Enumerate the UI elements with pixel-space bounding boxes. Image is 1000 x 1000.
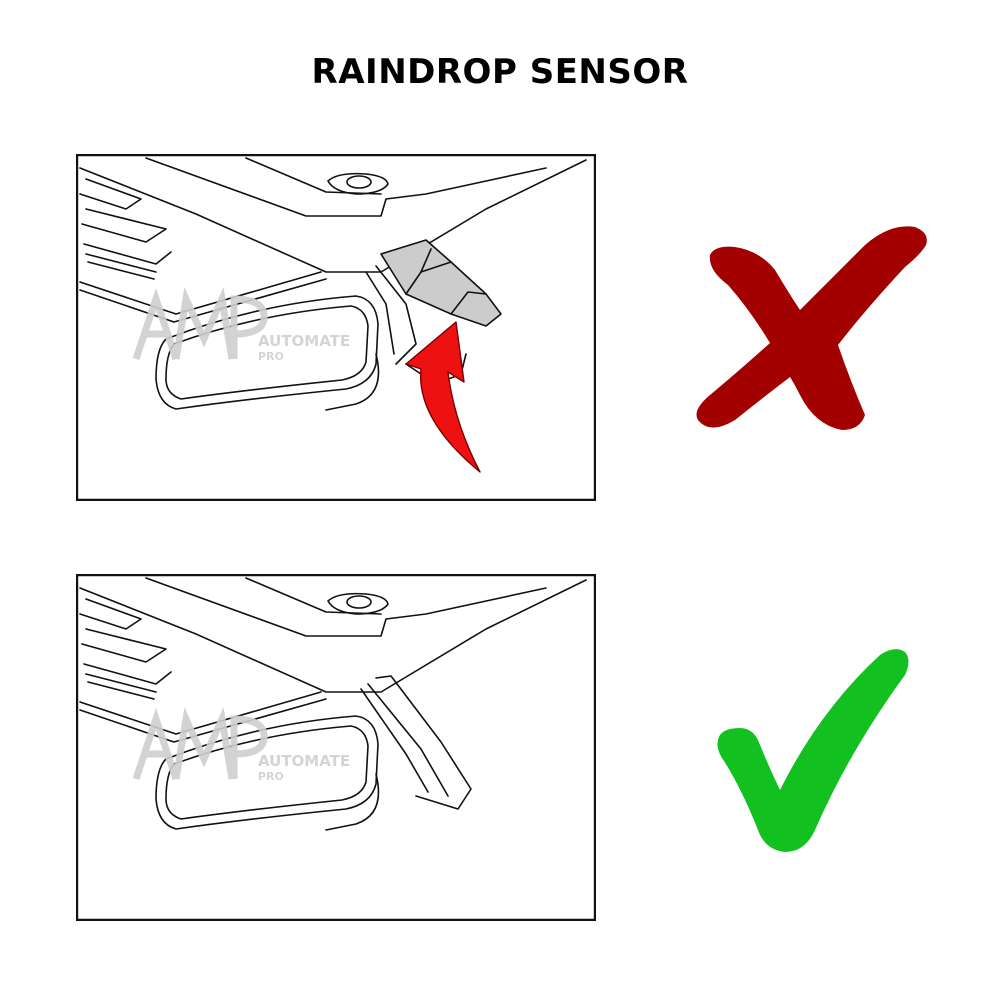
watermark-line1: AUTOMATE [258,752,350,770]
check-icon [717,649,909,852]
mirror-sensor-drawing-exposed: AUTOMATE PRO [76,154,596,501]
watermark-line2: PRO [258,350,284,363]
incorrect-install-illustration: AUTOMATE PRO [76,154,596,501]
page-title: RAINDROP SENSOR [311,52,689,92]
watermark-line2: PRO [258,770,284,783]
watermark-logo: AUTOMATE PRO [132,707,350,783]
cross-icon [696,226,927,430]
red-arrow-icon [405,321,481,473]
correct-install-illustration: AUTOMATE PRO [76,574,596,921]
watermark-line1: AUTOMATE [258,332,350,350]
mirror-sensor-drawing-covered: AUTOMATE PRO [76,574,596,921]
watermark-logo: AUTOMATE PRO [132,287,350,363]
